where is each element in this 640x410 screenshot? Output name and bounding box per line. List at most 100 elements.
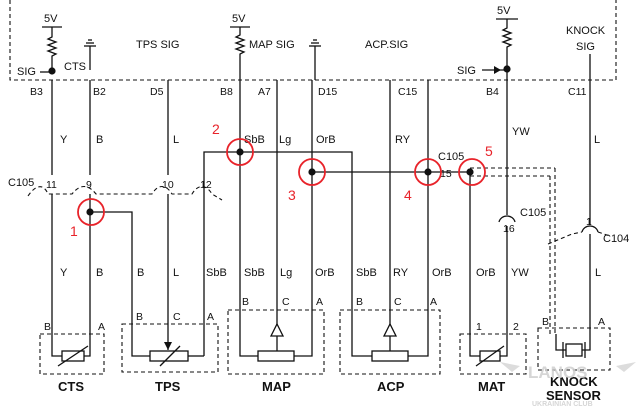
connector-c104: 1 C104: [547, 216, 629, 245]
component-mat: 1 2 MAT: [459, 321, 527, 394]
c105-pin-11: 11: [46, 179, 57, 191]
wire-y-cts: Y: [60, 267, 68, 279]
ecu-junction-cts: [48, 67, 56, 75]
wire-orb-mat: OrB: [476, 267, 496, 279]
cts-label: CTS: [58, 379, 84, 394]
component-map: B C A MAP: [227, 296, 325, 394]
ecu-sig-right-label: SIG: [457, 65, 476, 77]
ecu-5v-left: 5V: [42, 13, 62, 70]
c105-pin-9: 9: [86, 179, 92, 191]
connector-c105: C105 11 9 10 12 C105 15: [8, 151, 464, 201]
acp-pin-c: C: [394, 296, 402, 308]
knock-label: KNOCK: [550, 374, 598, 389]
ecu-pin-b3: B3: [30, 86, 43, 98]
tps-pin-b: B: [136, 311, 143, 323]
wire-orb-acp: OrB: [432, 267, 452, 279]
knock-pin-a: A: [598, 316, 605, 328]
wire-y-top: Y: [60, 134, 68, 146]
mat-pin-2: 2: [513, 321, 519, 333]
ecu-5v-mid: 5V: [230, 13, 250, 80]
wire-l-knock: L: [595, 267, 601, 279]
tps-pin-c: C: [173, 311, 181, 323]
ecu-pin-d5: D5: [150, 86, 164, 98]
ecu-sig-cts-label: SIG: [17, 66, 36, 78]
wire-yw-top: YW: [512, 126, 530, 138]
wire-orb-top: OrB: [316, 134, 336, 146]
ecu-pin-b4: B4: [486, 86, 499, 98]
marker-5: 5: [485, 143, 493, 159]
map-pin-b: B: [242, 296, 249, 308]
marker-circle-3: [298, 158, 326, 186]
wire-b-cts: B: [96, 267, 103, 279]
ecu-map-sig-label: MAP SIG: [249, 39, 295, 51]
mat-pin-1: 1: [476, 321, 482, 333]
ground-b2-icon: [84, 39, 96, 70]
marker-3: 3: [288, 187, 296, 203]
wire-sbb-map: SbB: [244, 267, 265, 279]
red-markers: 1 2 3 4 5: [70, 121, 493, 239]
watermark-title: LANOS: [528, 363, 588, 382]
ecu-knock-sig-label: SIG: [576, 41, 595, 53]
cts-pin-b: B: [44, 321, 51, 333]
wire-ry-acp: RY: [393, 267, 409, 279]
wire-l-knock-top: L: [594, 134, 600, 146]
marker-circle-2: [226, 138, 254, 166]
lower-wires: [51, 152, 591, 357]
component-acp: B C A ACP: [339, 80, 441, 394]
upper-wire-colors: Y B L SbB Lg OrB RY YW L: [60, 126, 600, 146]
wire-sbb-tps: SbB: [206, 267, 227, 279]
c105-pin16-label: C105: [520, 207, 546, 219]
ecu-pin-c15: C15: [398, 86, 417, 98]
c105-label: C105: [8, 177, 34, 189]
cts-pin-a: A: [98, 321, 105, 333]
ecu-tps-sig-label: TPS SIG: [136, 39, 179, 51]
wire-sbb-acp: SbB: [356, 267, 377, 279]
marker-circle-1: [77, 198, 105, 226]
tps-label: TPS: [155, 379, 181, 394]
c104-pin-1: 1: [586, 216, 592, 228]
map-pin-a: A: [316, 296, 323, 308]
map-label: MAP: [262, 379, 291, 394]
ecu-pin-c11: C11: [568, 86, 587, 98]
sensor-label: SENSOR: [546, 388, 602, 403]
ecu-pin-d15: D15: [318, 86, 337, 98]
ecu-cts-label: CTS: [64, 61, 86, 73]
c105-pin-15: 15: [440, 168, 452, 180]
knock-pin-b: B: [542, 316, 549, 328]
ecu-junction-mat: [503, 65, 511, 73]
connector-c105-pin16: 16 C105: [498, 207, 546, 235]
lower-wire-colors: Y B B L SbB SbB Lg OrB SbB RY OrB OrB YW…: [60, 267, 601, 279]
wire-sbb-top: SbB: [244, 134, 265, 146]
wire-lg-top: Lg: [279, 134, 291, 146]
wire-l-tps: L: [173, 267, 179, 279]
acp-pin-a: A: [430, 296, 437, 308]
c105-pin-10: 10: [162, 179, 174, 191]
mat-label: MAT: [478, 379, 505, 394]
watermark-logo: LANOS UKRAINIAN CLUB: [500, 362, 636, 408]
ground-d15-icon: [309, 39, 321, 80]
watermark-subtitle: UKRAINIAN CLUB: [532, 401, 593, 408]
component-knock-sensor: B A KNOCK SENSOR: [537, 316, 611, 403]
marker-2: 2: [212, 121, 220, 137]
acp-pin-b: B: [356, 296, 363, 308]
marker-circle-4: [414, 158, 442, 186]
acp-sensor-icon: [371, 350, 409, 362]
marker-4: 4: [404, 187, 412, 203]
tps-potentiometer-icon: [149, 350, 189, 362]
c105-pin-16: 16: [503, 223, 515, 235]
ecu-pin-labels: B3 B2 D5 B8 A7 D15 C15 B4 C11: [30, 86, 587, 98]
upper-wires: [51, 80, 591, 300]
marker-1: 1: [70, 223, 78, 239]
c105-label-right: C105: [438, 151, 464, 163]
c105-pin-12: 12: [200, 179, 212, 191]
tps-pin-a: A: [207, 311, 214, 323]
ecu-pin-b2: B2: [93, 86, 106, 98]
wire-b-tps: B: [137, 267, 144, 279]
ecu-5v-mid-label: 5V: [232, 13, 246, 25]
wire-lg-map: Lg: [280, 267, 292, 279]
wire-b-top: B: [96, 134, 103, 146]
ecu-pin-b8: B8: [220, 86, 233, 98]
ecu-5v-right: 5V: [496, 5, 518, 80]
component-tps: B C A TPS: [121, 311, 219, 394]
